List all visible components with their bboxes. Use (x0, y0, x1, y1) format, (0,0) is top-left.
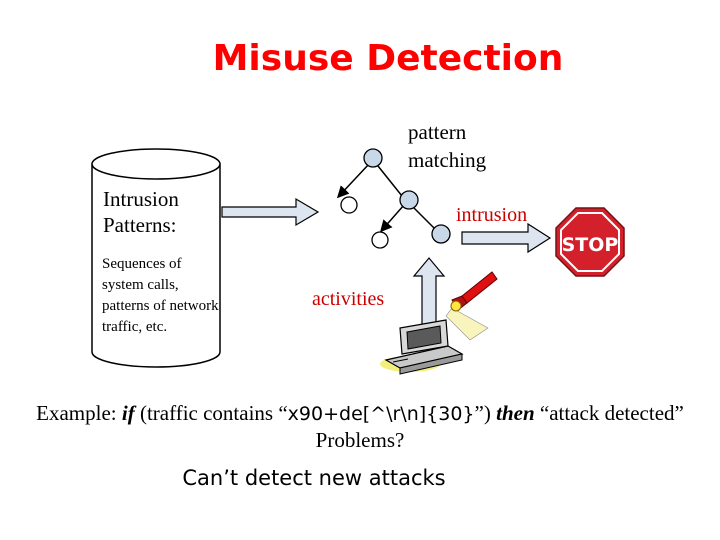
pattern-node-root (363, 148, 383, 168)
intrusion-patterns-detail: Sequences of system calls, patterns of n… (102, 256, 219, 335)
flashlight-icon (445, 271, 498, 341)
pattern-node-mid (399, 190, 419, 210)
stop-sign-text: STOP (562, 234, 619, 256)
pattern-tree-edges (336, 163, 435, 233)
example-signature: x90+de[^\r\n]{30} (287, 403, 475, 425)
intrusion-patterns-database (91, 148, 221, 368)
pattern-node-leaf (431, 224, 451, 244)
example-mid: (traffic contains “ (134, 401, 288, 425)
example-suffix: “attack detected” (534, 401, 684, 425)
patterns-title-line-2: Patterns: (103, 213, 177, 237)
intrusion-arrow (461, 222, 552, 254)
pattern-node-hollow-2 (371, 231, 389, 249)
problems-text: Problems? (315, 428, 405, 452)
patterns-title-line-1: Intrusion (103, 187, 179, 211)
pattern-matching-line-1: pattern (408, 120, 467, 144)
activities-label: activities (312, 288, 385, 310)
pattern-node-hollow (340, 196, 358, 214)
intrusion-label: intrusion (456, 204, 528, 226)
pattern-matching-label: pattern matching (408, 118, 486, 174)
example-mid2: ”) (474, 401, 497, 425)
example-line: Example: if (traffic contains “x90+de[^\… (0, 400, 720, 428)
computer-icon (380, 319, 464, 375)
example-prefix: Example: (36, 401, 122, 425)
pattern-input-arrow (221, 197, 320, 227)
slide-title: Misuse Detection (212, 38, 564, 79)
intrusion-patterns-title: Intrusion Patterns: (103, 186, 179, 238)
activities-up-arrow (412, 257, 446, 327)
pattern-matching-line-2: matching (408, 148, 487, 172)
example-then-keyword: then (496, 401, 535, 425)
cant-detect-text: Can’t detect new attacks (182, 466, 446, 490)
stop-sign-icon: STOP (555, 207, 625, 277)
example-if-keyword: if (121, 401, 135, 425)
